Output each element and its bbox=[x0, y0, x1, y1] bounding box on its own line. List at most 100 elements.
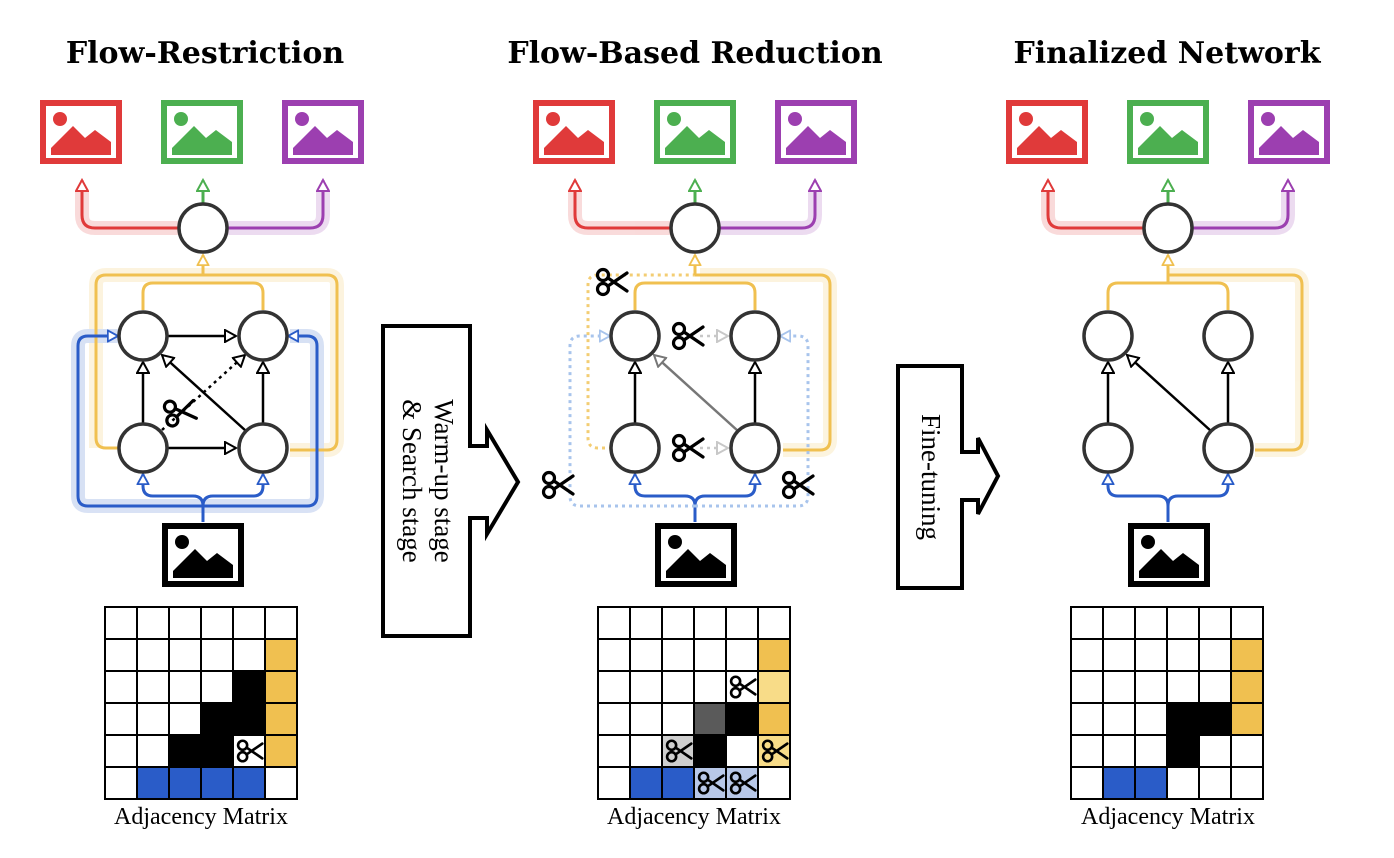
yellow-link-outer bbox=[1168, 273, 1304, 452]
matrix-cell bbox=[200, 638, 234, 672]
matrix-cell bbox=[1198, 606, 1232, 640]
block-arrow bbox=[381, 324, 521, 638]
matrix-cell bbox=[693, 638, 727, 672]
output-image-red-icon bbox=[536, 103, 612, 161]
matrix-cell bbox=[104, 766, 138, 800]
blue-link-outer-left-pruned bbox=[568, 336, 695, 508]
matrix-cell bbox=[1134, 702, 1168, 736]
matrix-cell bbox=[136, 670, 170, 704]
blue-link-left bbox=[143, 474, 205, 522]
matrix-cell bbox=[168, 766, 202, 800]
node-bottom-left bbox=[609, 422, 661, 474]
matrix-cell bbox=[757, 734, 791, 768]
matrix-cell bbox=[597, 638, 631, 672]
node-top-right bbox=[237, 310, 289, 362]
matrix-cell bbox=[597, 670, 631, 704]
matrix-cell bbox=[104, 734, 138, 768]
matrix-cell bbox=[264, 766, 298, 800]
matrix-cell bbox=[136, 734, 170, 768]
matrix-cell bbox=[661, 734, 695, 768]
matrix-cell bbox=[1134, 766, 1168, 800]
node-bottom-right bbox=[729, 422, 781, 474]
matrix-cell bbox=[232, 702, 266, 736]
blue-link-outer-left bbox=[76, 336, 203, 508]
matrix-cell bbox=[168, 670, 202, 704]
node-bottom-left bbox=[1082, 422, 1134, 474]
matrix-cell bbox=[661, 766, 695, 800]
matrix-caption: Adjacency Matrix bbox=[114, 804, 288, 830]
matrix-cell bbox=[1166, 638, 1200, 672]
node-top-left bbox=[1082, 310, 1134, 362]
matrix-cell bbox=[597, 606, 631, 640]
matrix-cell bbox=[725, 766, 759, 800]
matrix-cell bbox=[168, 606, 202, 640]
matrix-cell bbox=[1198, 638, 1232, 672]
matrix-cell bbox=[1102, 606, 1136, 640]
matrix-cell bbox=[1166, 702, 1200, 736]
internal-edges bbox=[143, 336, 263, 448]
flow-to-red-output bbox=[82, 180, 178, 230]
node-bottom-right bbox=[1202, 422, 1254, 474]
internal-edges bbox=[1108, 355, 1228, 432]
yellow-link-top bbox=[633, 281, 757, 310]
matrix-cell bbox=[629, 766, 663, 800]
matrix-cell bbox=[1070, 606, 1104, 640]
matrix-cell bbox=[1102, 702, 1136, 736]
node-top-right bbox=[1202, 310, 1254, 362]
matrix-cell bbox=[104, 670, 138, 704]
output-node bbox=[1142, 202, 1194, 254]
blue-link-right bbox=[201, 474, 263, 507]
panel-title: Flow-Restriction bbox=[66, 36, 344, 71]
transition-arrow-search: Warm-up stage & Search stage bbox=[381, 324, 521, 638]
adjacency-matrix bbox=[104, 606, 298, 800]
matrix-cell bbox=[168, 702, 202, 736]
matrix-cell bbox=[597, 702, 631, 736]
matrix-cell bbox=[693, 734, 727, 768]
matrix-cell bbox=[1102, 638, 1136, 672]
matrix-cell bbox=[1166, 734, 1200, 768]
scissors-icon bbox=[671, 321, 705, 351]
scissors-icon bbox=[671, 433, 705, 463]
output-node bbox=[669, 202, 721, 254]
blue-link-right bbox=[693, 474, 755, 507]
matrix-cell bbox=[757, 702, 791, 736]
input-image-icon bbox=[165, 526, 241, 584]
matrix-cell bbox=[693, 670, 727, 704]
matrix-cell bbox=[1230, 702, 1264, 736]
matrix-cell bbox=[168, 638, 202, 672]
matrix-cell bbox=[1102, 766, 1136, 800]
adjacency-matrix bbox=[1070, 606, 1264, 800]
node-bottom-right bbox=[237, 422, 289, 474]
matrix-cell bbox=[232, 734, 266, 768]
matrix-cell bbox=[1166, 670, 1200, 704]
matrix-cell bbox=[629, 606, 663, 640]
yellow-link-outer-pruned bbox=[586, 273, 695, 450]
input-image-icon bbox=[1131, 526, 1207, 584]
yellow-link-outer bbox=[695, 273, 832, 452]
matrix-cell bbox=[264, 702, 298, 736]
matrix-caption: Adjacency Matrix bbox=[1081, 804, 1255, 830]
matrix-cell bbox=[200, 702, 234, 736]
blue-link-outer-right bbox=[203, 336, 319, 508]
node-bottom-left bbox=[117, 422, 169, 474]
matrix-cell bbox=[264, 638, 298, 672]
output-image-red-icon bbox=[43, 103, 119, 161]
matrix-cell bbox=[1230, 766, 1264, 800]
matrix-cell bbox=[1070, 702, 1104, 736]
flow-to-purple-output bbox=[228, 180, 323, 230]
matrix-cell bbox=[725, 606, 759, 640]
output-image-green-icon bbox=[164, 103, 240, 161]
matrix-cell bbox=[1070, 638, 1104, 672]
blue-link-left bbox=[635, 474, 697, 522]
panel-finalized-network: Finalized Network Adjacency Matrix bbox=[1009, 36, 1327, 830]
yellow-link-top bbox=[141, 281, 265, 310]
node-top-left bbox=[609, 310, 661, 362]
matrix-cell bbox=[104, 638, 138, 672]
matrix-cell bbox=[693, 606, 727, 640]
matrix-cell bbox=[104, 606, 138, 640]
matrix-cell bbox=[1198, 702, 1232, 736]
matrix-cell bbox=[264, 670, 298, 704]
blue-link-left bbox=[1108, 474, 1170, 522]
blue-link-outer-right-pruned bbox=[695, 336, 810, 508]
